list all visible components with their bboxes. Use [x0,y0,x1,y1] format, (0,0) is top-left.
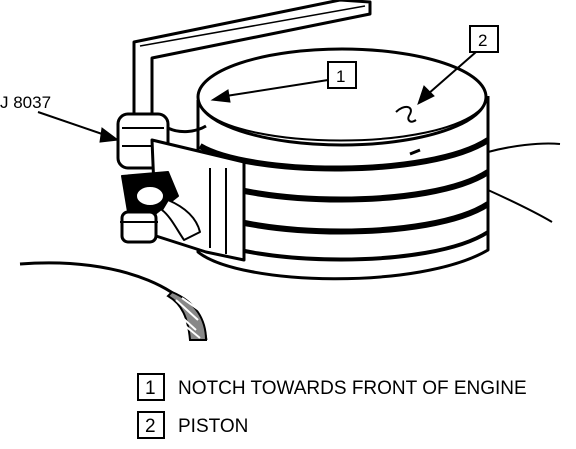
notch-mark [395,106,417,123]
ring-compressor-tool [116,0,372,262]
legend-item-2-box [137,411,165,439]
legend-item-2-number: 2 [145,416,156,437]
callout-1: 1 [210,61,357,103]
callout-1-number: 1 [336,67,345,86]
crown-highlight [409,148,421,156]
legend-item-2: 2 PISTON [137,411,248,439]
piston-crown-rim [203,107,483,142]
legend-item-1: 1 NOTCH TOWARDS FRONT OF ENGINE [137,373,527,401]
bore-wall [166,290,208,341]
legend-item-1-text: NOTCH TOWARDS FRONT OF ENGINE [178,378,527,399]
connecting-rod-line [487,142,561,153]
legend-item-2-text: PISTON [178,416,248,437]
tool-lower-bolt [120,210,158,244]
tool-label: J 8037 [0,93,51,112]
tool-leader-arrow [37,111,120,143]
legend-item-1-number: 1 [145,378,156,399]
legend: 1 NOTCH TOWARDS FRONT OF ENGINE 2 PISTON [137,373,527,439]
cylinder-bore [19,261,208,341]
callout-1-arrow [210,79,329,103]
piston [196,47,561,281]
legend-item-1-box [137,373,165,401]
callout-2-number: 2 [478,31,487,50]
piston-skirt [196,96,490,281]
callout-2-arrow [417,51,477,105]
callout-2-box [469,25,499,53]
connecting-rod-line-lower [487,189,553,223]
callout-2: 2 [417,25,499,105]
callout-1-box [327,61,357,89]
tool-band [167,124,207,134]
